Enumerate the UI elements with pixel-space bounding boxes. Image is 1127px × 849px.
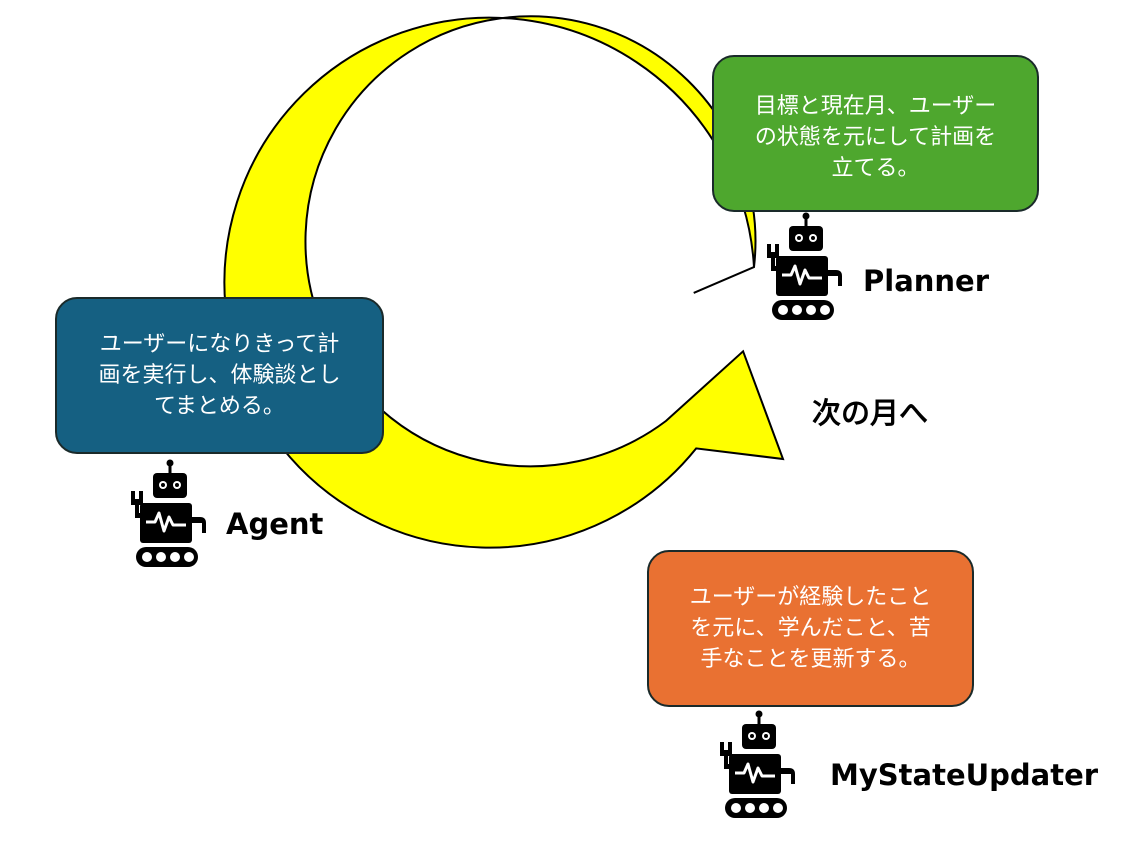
agent-description-line: ユーザーになりきって計 [99,332,340,357]
planner-description-line: の状態を元にして計画を [754,125,997,150]
agent-description-line: 画を実行し、体験談とし [98,363,341,388]
updater-description-line: を元に、学んだこと、苦 [690,616,931,641]
planner-description-line: 目標と現在月、ユーザー [754,94,997,119]
planner-robot-icon [767,212,842,320]
cycle-arrow-shape [223,15,785,549]
updater-description-line: ユーザーが経験したこと [689,585,932,610]
agent-robot-icon [131,459,206,567]
updater-description-box: ユーザーが経験したこと を元に、学んだこと、苦 手なことを更新する。 [647,550,974,707]
planner-description-line: 立てる。 [831,156,920,181]
updater-robot-icon [720,710,795,818]
updater-description-line: 手なことを更新する。 [700,647,921,672]
planner-description-box: 目標と現在月、ユーザー の状態を元にして計画を 立てる。 [712,55,1039,212]
planner-label: Planner [863,264,990,298]
agent-label: Agent [226,507,324,541]
agent-description-line: てまとめる。 [154,394,285,419]
updater-label: MyStateUpdater [830,758,1099,792]
agent-description-box: ユーザーになりきって計 画を実行し、体験談とし てまとめる。 [55,297,384,454]
next-month-label: 次の月へ [812,396,929,430]
